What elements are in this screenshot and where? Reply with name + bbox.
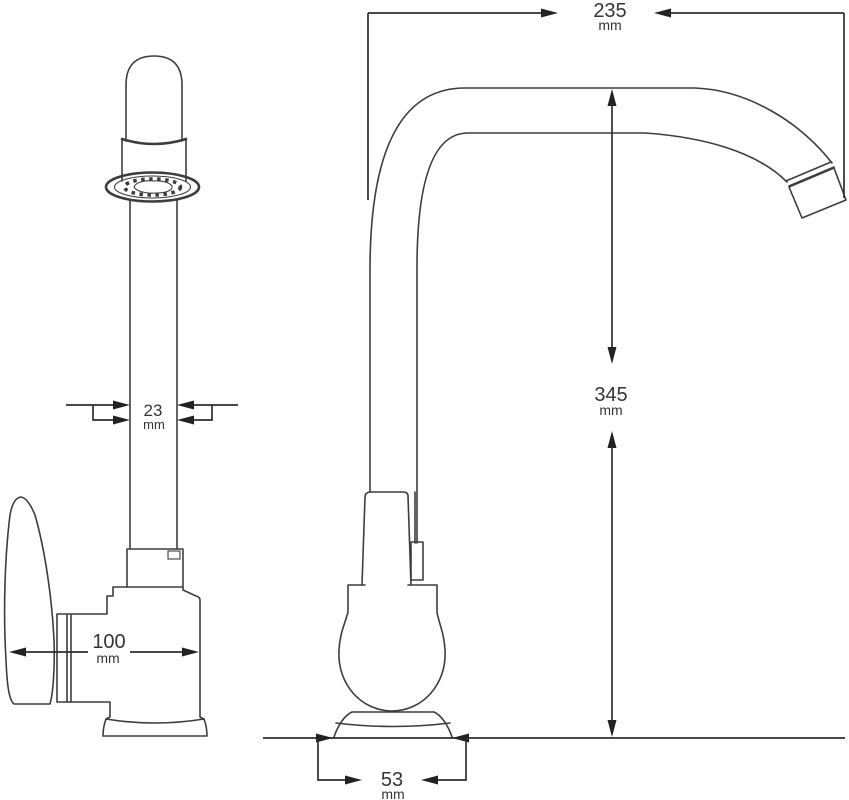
spout-dome	[125, 55, 183, 142]
handle-side	[361, 491, 412, 586]
arrowhead-right-icon	[113, 415, 130, 425]
body-side	[338, 584, 446, 712]
arrowhead-right-icon	[316, 733, 333, 743]
arrowhead-left-icon	[421, 775, 438, 785]
collar	[126, 548, 184, 588]
handle-front	[3, 496, 56, 705]
arrowhead-left-icon	[177, 415, 194, 425]
dim-jog-right	[193, 405, 213, 421]
arrowhead-right-icon	[541, 8, 558, 18]
pipe-front	[129, 199, 178, 550]
aerator-outer-ring	[104, 171, 201, 203]
arrowhead-down-icon	[607, 347, 617, 364]
handle-joint	[66, 614, 72, 703]
dim-jog-right	[438, 738, 467, 781]
dimension-spout-reach: 235 mm	[367, 0, 845, 200]
base-flanks	[333, 711, 453, 738]
body-front	[56, 586, 208, 737]
base-side	[333, 711, 453, 738]
dim-value-345: 345	[594, 384, 627, 406]
spout-cylinder	[121, 139, 187, 182]
front-view	[3, 55, 208, 737]
dimension-spout-height: 345 mm	[594, 89, 628, 737]
spout-rim	[120, 137, 188, 146]
arrowhead-up-icon	[607, 89, 617, 106]
arrowhead-left-icon	[177, 400, 194, 410]
arrowhead-right-icon	[182, 647, 199, 657]
dim-unit-345: mm	[599, 402, 622, 418]
base-rim-side	[335, 722, 451, 728]
arrowhead-right-icon	[345, 775, 362, 785]
arrowhead-right-icon	[113, 400, 130, 410]
handle-back-block	[410, 541, 424, 581]
spout-tip-band	[785, 161, 835, 187]
dimension-base-width: 53 mm	[316, 733, 469, 800]
arrowhead-left-icon	[452, 733, 469, 743]
dim-value-235: 235	[593, 0, 626, 22]
spout-tip	[788, 167, 847, 219]
arrowhead-down-icon	[607, 720, 617, 737]
dim-value-23: 23	[144, 401, 163, 420]
aerator-inner-ring	[113, 175, 192, 199]
dim-value-100: 100	[92, 631, 125, 653]
arrowhead-up-icon	[607, 431, 617, 448]
side-view	[263, 87, 847, 739]
dimension-pipe-width: 23 mm	[66, 400, 238, 432]
spout-inner-contour	[416, 132, 788, 544]
spout-outer-contour	[369, 87, 833, 493]
aerator	[104, 171, 201, 203]
base-rim-front	[105, 718, 205, 724]
dim-jog-left	[92, 405, 114, 421]
dim-unit-235: mm	[598, 17, 621, 33]
dim-unit-100: mm	[96, 650, 119, 666]
dimension-body-length: 100 mm	[9, 631, 199, 666]
arrowhead-left-icon	[654, 8, 671, 18]
dim-jog-left	[317, 738, 347, 781]
dim-unit-23: mm	[143, 417, 165, 432]
aerator-hatch-ring	[122, 177, 183, 197]
collar-box	[126, 548, 184, 588]
arrowhead-left-icon	[9, 647, 26, 657]
aerator-center-detail	[133, 180, 173, 194]
dim-value-53: 53	[381, 769, 403, 791]
collar-detail	[167, 550, 181, 560]
dim-unit-53: mm	[381, 786, 404, 800]
